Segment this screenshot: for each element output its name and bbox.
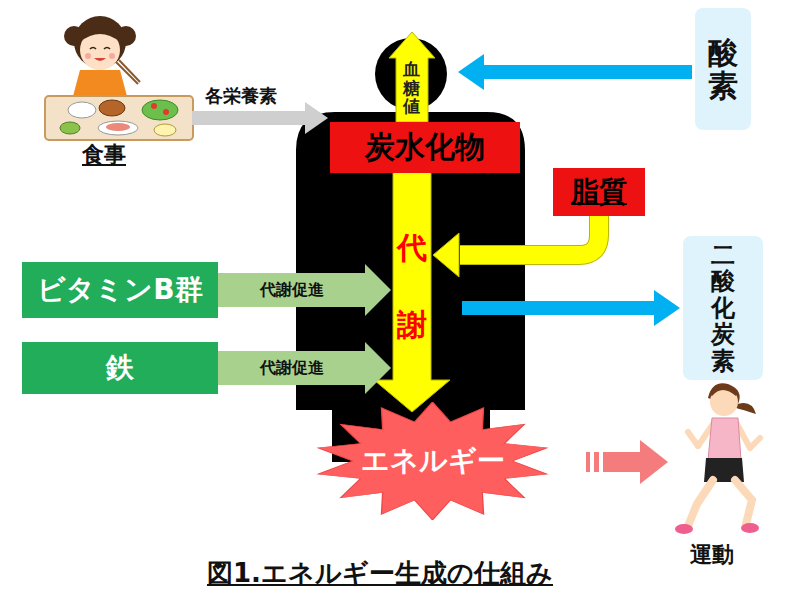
gas-box: 二酸化炭素 <box>683 236 763 380</box>
nutrient-box: 炭水化物 <box>330 122 520 173</box>
figure-label: 運動 <box>690 540 734 570</box>
vertical-text: 二酸化炭素 <box>711 242 735 374</box>
metabolism-label: 謝 <box>397 305 427 346</box>
blood-sugar-arrow <box>389 32 435 122</box>
nutrient-box: 鉄 <box>22 342 218 394</box>
metabolism-label: 代 <box>397 228 427 269</box>
figure-label: 食事 <box>82 140 126 170</box>
box-text: 鉄 <box>106 349 134 387</box>
figure-caption: 図1.エネルギー生成の仕組み <box>0 556 760 591</box>
edge-label: 代謝促進 <box>258 358 326 379</box>
energy-arrow <box>586 440 668 484</box>
box-text: ビタミンB群 <box>37 271 202 309</box>
nutrient-arrow <box>192 102 328 134</box>
nutrient-box: 脂質 <box>553 168 645 216</box>
flow-arrow <box>218 264 391 316</box>
vertical-text: 酸素 <box>708 36 738 102</box>
co2-arrow <box>462 290 680 326</box>
nutrient-box: ビタミンB群 <box>22 262 218 318</box>
gas-box: 酸素 <box>695 8 751 130</box>
oxygen-arrow <box>458 54 692 90</box>
edge-label: 代謝促進 <box>258 280 326 301</box>
box-text: 炭水化物 <box>365 127 485 168</box>
arrow-label: 血糖値 <box>403 60 420 116</box>
flow-arrow <box>218 342 391 394</box>
box-text: 脂質 <box>571 173 627 211</box>
flow-label: 各栄養素 <box>205 84 277 108</box>
flow-arrow <box>433 216 599 277</box>
runner-illustration <box>675 383 760 534</box>
energy-burst: エネルギー <box>315 402 550 520</box>
meal-illustration <box>45 16 193 140</box>
box-text: エネルギー <box>361 442 505 480</box>
